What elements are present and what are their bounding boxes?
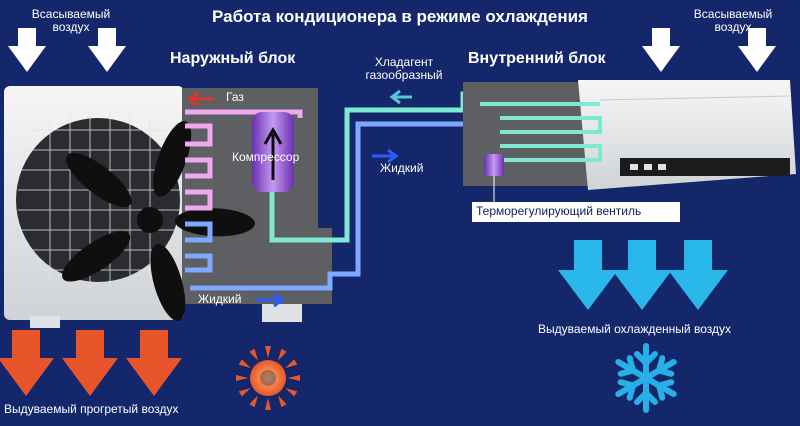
snowflake-icon: [615, 343, 677, 413]
indoor-unit-label: Внутренний блок: [468, 50, 606, 67]
valve-label: Терморегулирующий вентиль: [476, 204, 642, 218]
outdoor-unit-label: Наружный блок: [170, 50, 296, 67]
compressor-arrow-icon: [263, 126, 283, 180]
outdoor-intake-label: Всасываемый воздух: [26, 7, 116, 35]
refrigerant-gas-line1: Хладагент: [374, 55, 434, 69]
valve-label-box: [472, 202, 680, 222]
liquid-flow-arrow-icon: [256, 292, 285, 308]
outdoor-unit-cutaway: [182, 88, 332, 304]
intake-arrow-icon: [8, 28, 46, 72]
outdoor-unit-foot: [262, 304, 302, 322]
fan-icon: [62, 121, 255, 322]
intake-arrow-icon: [738, 28, 776, 72]
outdoor-intake-line2: воздух: [52, 20, 90, 35]
condenser-coil-gas: [185, 123, 213, 211]
indoor-unit-housing: [578, 80, 796, 190]
outdoor-intake-arrows: [8, 28, 126, 72]
cold-air-arrows: [558, 240, 728, 310]
indoor-intake-arrows: [642, 28, 776, 72]
indoor-intake-label: Всасываемый воздух: [688, 7, 778, 35]
connection-liquid-label: Жидкий: [380, 161, 424, 175]
cold-air-arrow-icon: [558, 240, 618, 310]
intake-arrow-icon: [88, 28, 126, 72]
indoor-intake-line1: Всасываемый: [693, 7, 773, 21]
cold-air-arrow-icon: [668, 240, 728, 310]
indoor-intake-line2: воздух: [714, 20, 752, 35]
cold-air-arrow-icon: [612, 240, 672, 310]
thermostatic-valve: [484, 154, 504, 176]
cold-air-label: Выдуваемый охлажденный воздух: [538, 322, 731, 336]
hot-air-arrow-icon: [126, 330, 182, 396]
refrigerant-gas-label: Хладагент газообразный: [352, 55, 456, 83]
outdoor-liquid-label: Жидкий: [198, 292, 242, 306]
hot-air-arrow-icon: [62, 330, 118, 396]
condenser-coil-liquid: [185, 221, 213, 273]
outdoor-intake-line1: Всасываемый: [31, 7, 111, 21]
gas-label: Газ: [226, 90, 244, 104]
intake-arrow-icon: [642, 28, 680, 72]
compressor: [252, 112, 294, 192]
flow-arrows: [187, 89, 412, 308]
outdoor-unit-housing: [4, 86, 184, 328]
hot-air-arrows: [0, 330, 182, 396]
sun-icon: [236, 346, 300, 410]
evaporator-coil: [480, 102, 602, 162]
refrigerant-gas-line2: газообразный: [365, 68, 443, 83]
compressor-label: Компрессор: [232, 150, 300, 164]
gas-flow-arrow-icon: [389, 89, 412, 105]
gas-line-pipe: [185, 109, 303, 118]
hot-air-label: Выдуваемый прогретый воздух: [4, 402, 179, 416]
liquid-flow-arrow-icon: [372, 148, 399, 164]
hot-air-arrow-icon: [0, 330, 54, 396]
page-title: Работа кондиционера в режиме охлаждения: [212, 7, 588, 26]
gas-flow-arrow-icon: [187, 91, 214, 107]
